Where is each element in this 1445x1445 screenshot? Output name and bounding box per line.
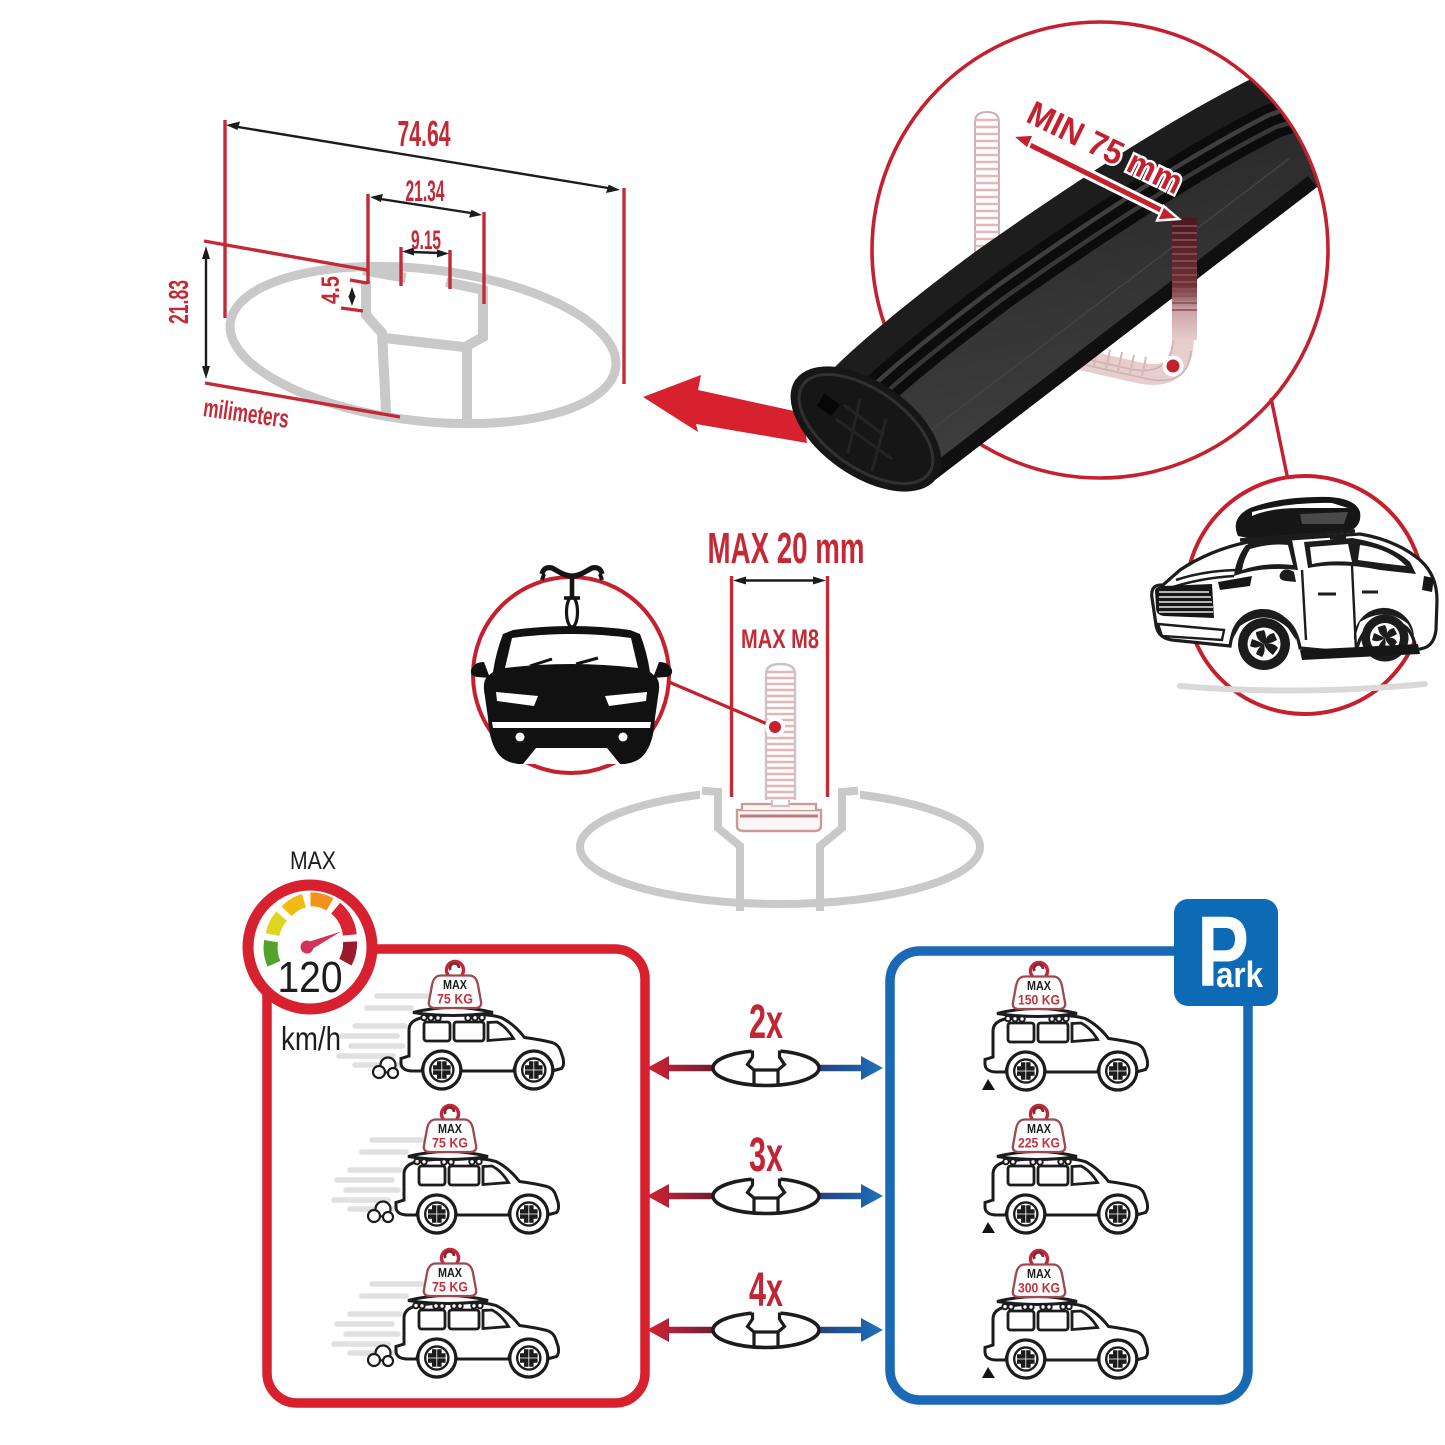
svg-text:3x: 3x (749, 1129, 783, 1182)
svg-text:75 KG: 75 KG (432, 1135, 468, 1151)
svg-text:MAX: MAX (1027, 1122, 1052, 1136)
svg-text:MAX: MAX (1027, 979, 1052, 993)
svg-text:MAX: MAX (438, 1122, 463, 1136)
svg-text:MAX M8: MAX M8 (741, 624, 819, 654)
svg-text:21.34: 21.34 (406, 175, 445, 208)
svg-text:120: 120 (278, 953, 343, 1002)
svg-text:225 KG: 225 KG (1018, 1135, 1060, 1151)
svg-text:P: P (1197, 896, 1249, 1008)
svg-text:74.64: 74.64 (398, 113, 451, 154)
svg-text:MAX 20 mm: MAX 20 mm (708, 524, 865, 573)
svg-text:km/h: km/h (281, 1020, 341, 1057)
svg-text:150 KG: 150 KG (1018, 992, 1060, 1008)
svg-text:MAX: MAX (1027, 1267, 1052, 1281)
svg-text:300 KG: 300 KG (1018, 1280, 1060, 1296)
svg-text:21.83: 21.83 (163, 280, 194, 324)
svg-text:75 KG: 75 KG (437, 991, 473, 1007)
svg-text:MAX: MAX (290, 847, 336, 875)
svg-text:4x: 4x (749, 1264, 783, 1317)
svg-text:2x: 2x (749, 996, 783, 1049)
svg-text:MAX: MAX (438, 1266, 463, 1280)
svg-text:MAX: MAX (443, 978, 468, 992)
svg-text:ark: ark (1216, 954, 1264, 995)
svg-text:9.15: 9.15 (411, 225, 441, 255)
svg-text:4.5: 4.5 (317, 276, 345, 304)
svg-text:75 KG: 75 KG (432, 1279, 468, 1295)
